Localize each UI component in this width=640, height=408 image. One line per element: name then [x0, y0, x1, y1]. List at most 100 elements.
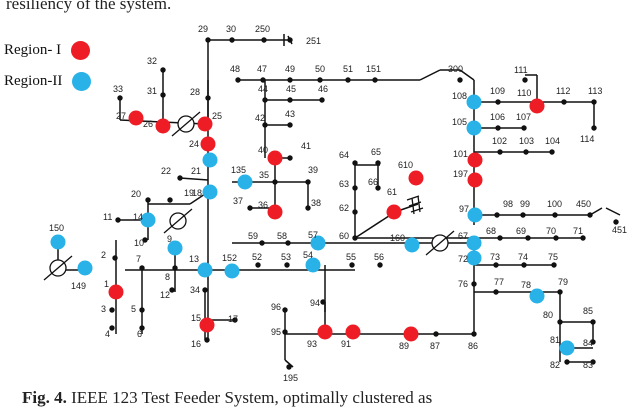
bus-300 — [457, 77, 463, 83]
legend-region-1-dot — [71, 41, 91, 60]
bus-label-70: 70 — [546, 226, 556, 236]
bus-label-34: 34 — [190, 285, 200, 295]
bus-label-29: 29 — [198, 24, 208, 34]
bus-label-27: 27 — [116, 111, 126, 121]
bus-152 — [224, 263, 240, 279]
bus-41 — [287, 155, 293, 161]
bus-label-72: 72 — [458, 254, 468, 264]
bus-84 — [590, 339, 596, 345]
bus-105 — [466, 120, 482, 136]
bus-label-14: 14 — [133, 212, 143, 222]
bus-label-89: 89 — [399, 341, 409, 351]
bus-107 — [521, 125, 527, 131]
bus-label-610: 610 — [398, 160, 413, 170]
bus-109 — [495, 99, 501, 105]
bus-label-17: 17 — [228, 314, 238, 324]
bus-151 — [372, 77, 378, 83]
bus-34 — [202, 287, 208, 293]
bus-label-45: 45 — [286, 84, 296, 94]
bus-35 — [272, 179, 278, 185]
bus-label-109: 109 — [490, 86, 505, 96]
bus-label-8: 8 — [165, 272, 170, 282]
bus-39 — [305, 179, 311, 185]
bus-113 — [591, 99, 597, 105]
bus-label-3: 3 — [101, 304, 106, 314]
transformer-610-icon — [406, 195, 424, 215]
bus-label-101: 101 — [453, 149, 468, 159]
bus-label-54: 54 — [303, 250, 313, 260]
bus-label-111: 111 — [514, 65, 528, 75]
bus-87 — [433, 331, 439, 337]
bus-label-251: 251 — [306, 36, 321, 46]
bus-label-36: 36 — [258, 200, 268, 210]
bus-label-150: 150 — [49, 223, 64, 233]
bus-50 — [317, 77, 323, 83]
bus-51 — [345, 77, 351, 83]
bus-53 — [284, 262, 290, 268]
bus-15 — [199, 317, 215, 333]
bus-label-40: 40 — [258, 145, 268, 155]
bus-150 — [50, 234, 66, 250]
bus-label-149: 149 — [71, 281, 86, 291]
bus-37 — [247, 205, 253, 211]
bus-114 — [591, 125, 597, 131]
bus-label-47: 47 — [257, 64, 267, 74]
bus-74 — [521, 262, 527, 268]
bus-label-100: 100 — [547, 199, 562, 209]
bus-label-43: 43 — [285, 109, 295, 119]
bus-label-49: 49 — [285, 64, 295, 74]
bus-94 — [320, 299, 326, 305]
bus-106 — [495, 125, 501, 131]
bus-95 — [282, 329, 288, 335]
bus-label-97: 97 — [459, 204, 469, 214]
bus-label-74: 74 — [518, 252, 528, 262]
bus-label-300: 300 — [448, 64, 463, 74]
bus-77 — [493, 289, 499, 295]
bus-59 — [259, 240, 265, 246]
regulator-160-icon-arrow — [425, 230, 455, 256]
bus-56 — [377, 262, 383, 268]
bus-99 — [520, 212, 526, 218]
bus-label-61: 61 — [387, 187, 397, 197]
bus-label-32: 32 — [147, 56, 157, 66]
feeder-line — [459, 69, 475, 81]
bus-14 — [140, 212, 156, 228]
bus-label-87: 87 — [430, 341, 440, 351]
bus-label-80: 80 — [543, 310, 553, 320]
bus-label-48: 48 — [230, 64, 240, 74]
regulator-150-icon-arrow — [43, 255, 73, 281]
bus-label-41: 41 — [301, 141, 311, 151]
bus-label-77: 77 — [494, 277, 504, 287]
bus-9 — [167, 240, 183, 256]
bus-22 — [177, 175, 183, 181]
bus-label-4: 4 — [105, 329, 110, 339]
bus-label-135: 135 — [231, 165, 246, 175]
bus-1 — [108, 284, 124, 300]
bus-label-96: 96 — [271, 302, 281, 312]
bus-label-1: 1 — [104, 279, 109, 289]
bus-17 — [232, 317, 238, 323]
bus-89 — [403, 326, 419, 342]
bus-85 — [590, 319, 596, 325]
bus-label-151: 151 — [366, 64, 381, 74]
regulator-9-icon-arrow — [163, 208, 193, 234]
bus-label-13: 13 — [189, 254, 199, 264]
bus-31 — [160, 92, 166, 98]
bus-label-62: 62 — [339, 203, 349, 213]
bus-66 — [375, 185, 381, 191]
bus-label-110: 110 — [517, 88, 531, 98]
legend-region-2: Region-II — [4, 72, 92, 91]
bus-label-71: 71 — [573, 226, 583, 236]
bus-label-26: 26 — [143, 119, 153, 129]
bus-label-197: 197 — [453, 169, 468, 179]
bus-label-76: 76 — [458, 279, 468, 289]
bus-33 — [117, 95, 123, 101]
bus-label-108: 108 — [452, 91, 467, 101]
bus-451 — [613, 219, 619, 225]
bus-48 — [235, 77, 241, 83]
bus-label-7: 7 — [136, 254, 141, 264]
bus-label-64: 64 — [339, 150, 349, 160]
bus-28 — [205, 95, 211, 101]
bus-label-66: 66 — [368, 177, 378, 187]
